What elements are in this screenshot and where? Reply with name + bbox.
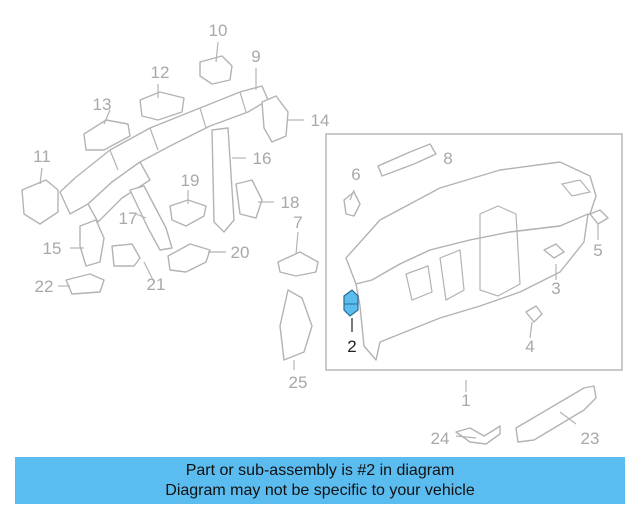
- part-2-highlighted: [343, 289, 359, 317]
- callout-6: 6: [351, 165, 360, 184]
- part-18-bracket: [235, 179, 263, 219]
- callout-23: 23: [581, 429, 600, 448]
- callout-10: 10: [209, 21, 228, 40]
- leader-lines: [39, 41, 599, 439]
- callout-24: 24: [431, 429, 450, 448]
- part-16-brace: [211, 127, 235, 233]
- callout-8: 8: [443, 149, 452, 168]
- part-4-clip: [525, 305, 543, 323]
- callout-1: 1: [461, 391, 470, 410]
- part-1-instrument-panel: [345, 161, 597, 361]
- part-20-bracket: [167, 243, 211, 273]
- callout-25: 25: [289, 373, 308, 392]
- part-11-bracket: [21, 179, 59, 225]
- part-25-panel: [279, 289, 313, 361]
- callout-18: 18: [281, 193, 300, 212]
- part-17-support: [129, 185, 173, 251]
- callout-22: 22: [35, 277, 54, 296]
- callout-7: 7: [293, 213, 302, 232]
- part-14-bracket: [261, 95, 289, 143]
- callout-14: 14: [311, 111, 330, 130]
- instrument-panel-box: [325, 133, 623, 371]
- part-12-bracket: [139, 91, 185, 121]
- callout-11: 11: [33, 147, 51, 166]
- part-8-bracket: [377, 143, 437, 177]
- callout-13: 13: [93, 95, 112, 114]
- callout-labels: 1 2 3 4 5 6 7 8 9 10 11 12 13 14 15 16 1…: [33, 21, 603, 448]
- callout-17: 17: [119, 209, 138, 228]
- part-3-clip: [543, 243, 565, 259]
- part-24-bracket: [455, 425, 501, 445]
- callout-16: 16: [253, 149, 272, 168]
- part-15-bracket: [79, 219, 105, 267]
- callout-20: 20: [231, 243, 250, 262]
- part-22-bracket: [65, 273, 105, 295]
- part-21-bracket: [111, 243, 141, 267]
- callout-9: 9: [251, 47, 260, 66]
- banner-part-text: Part or sub-assembly is #2 in diagram: [185, 461, 455, 479]
- callout-21: 21: [147, 275, 166, 294]
- callout-15: 15: [43, 239, 62, 258]
- parts-diagram: 1 2 3 4 5 6 7 8 9 10 11 12 13 14 15 16 1…: [21, 21, 623, 448]
- part-9-crosscar-beam: [59, 85, 269, 223]
- callout-4: 4: [525, 337, 534, 356]
- callout-5: 5: [593, 241, 602, 260]
- part-7-bracket: [277, 251, 319, 277]
- part-5-clip: [589, 209, 609, 225]
- callout-12: 12: [151, 63, 170, 82]
- part-10-bracket: [199, 55, 233, 85]
- part-23-bracket: [515, 385, 597, 443]
- callout-19: 19: [181, 171, 200, 190]
- callout-2: 2: [347, 337, 356, 356]
- banner-disclaimer-text: Diagram may not be specific to your vehi…: [165, 481, 475, 499]
- callout-3: 3: [551, 279, 560, 298]
- info-banner: Part or sub-assembly is #2 in diagram Di…: [15, 457, 625, 504]
